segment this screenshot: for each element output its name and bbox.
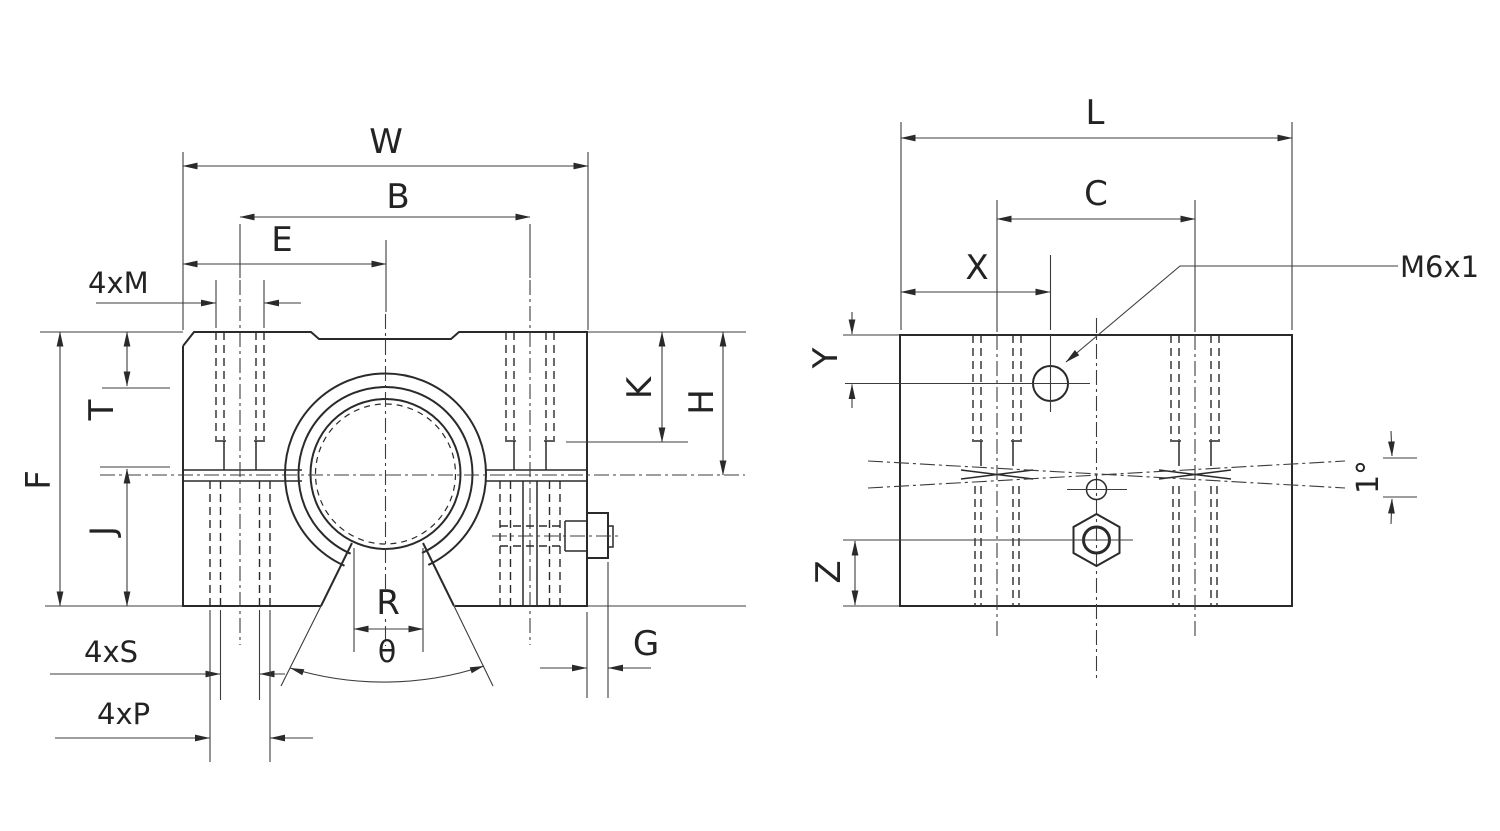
- mounting-hole-right: [499, 280, 561, 645]
- side-hole-right: [1158, 200, 1232, 640]
- dim-z: Z: [809, 539, 1133, 606]
- block-outline: [182, 331, 588, 607]
- bottom-slot: [280, 542, 494, 687]
- dim-label-taper: 1°: [1351, 460, 1386, 494]
- side-hole-left: [960, 200, 1034, 640]
- dim-y: Y: [806, 312, 856, 408]
- dim-label-w: W: [369, 122, 403, 162]
- dim-label-4xm: 4xM: [88, 266, 149, 300]
- dim-label-j: J: [83, 526, 123, 538]
- dim-t: T: [82, 331, 170, 421]
- dim-label-z: Z: [809, 560, 849, 583]
- dim-r: R: [353, 548, 424, 652]
- dim-label-4xs: 4xS: [84, 635, 138, 669]
- dim-x: X: [900, 248, 1051, 296]
- dim-label-l: L: [1086, 93, 1105, 133]
- dim-c: C: [996, 174, 1196, 223]
- mounting-hole-left: [209, 280, 271, 645]
- dim-theta: θ: [289, 635, 485, 683]
- front-view: W B E 4xM F T: [19, 122, 746, 762]
- dim-4xs: 4xS: [50, 610, 285, 700]
- dim-g: G: [540, 562, 659, 698]
- dim-w: W: [182, 122, 589, 330]
- dim-label-t: T: [82, 399, 122, 421]
- clamp-screw: [492, 481, 618, 606]
- thread-callout: M6x1: [1065, 250, 1479, 363]
- dim-e: E: [182, 220, 387, 312]
- dim-k: K: [566, 331, 688, 443]
- dim-label-b: B: [386, 177, 409, 217]
- dim-label-h: H: [682, 389, 722, 415]
- dim-4xm: 4xM: [88, 266, 301, 328]
- grease-port: [845, 255, 1090, 412]
- dim-label-e: E: [271, 220, 292, 260]
- dim-b: B: [239, 177, 531, 278]
- dim-j: J: [83, 466, 170, 607]
- dim-label-g: G: [633, 624, 659, 664]
- dim-label-r: R: [376, 583, 400, 623]
- dim-h: H: [682, 331, 727, 476]
- taper-centerlines: [867, 460, 1346, 489]
- hex-nut: [1072, 512, 1121, 568]
- side-view: L C X Y Z M6x1: [806, 93, 1479, 678]
- dim-taper-angle: 1°: [1351, 430, 1417, 525]
- dim-f: F: [19, 331, 64, 607]
- dim-label-x: X: [965, 248, 988, 288]
- thread-callout-label: M6x1: [1400, 250, 1479, 284]
- dim-label-y: Y: [806, 347, 846, 369]
- dim-label-f: F: [19, 470, 59, 490]
- dim-label-k: K: [620, 375, 660, 399]
- edge-extension-lines: [843, 334, 899, 607]
- dim-label-4xp: 4xP: [97, 697, 150, 731]
- dim-4xp: 4xP: [55, 610, 313, 762]
- dim-label-c: C: [1084, 174, 1108, 214]
- clamp-screw-end: [1067, 478, 1127, 568]
- clamp-slit: [183, 469, 587, 482]
- dim-label-theta: θ: [378, 635, 396, 670]
